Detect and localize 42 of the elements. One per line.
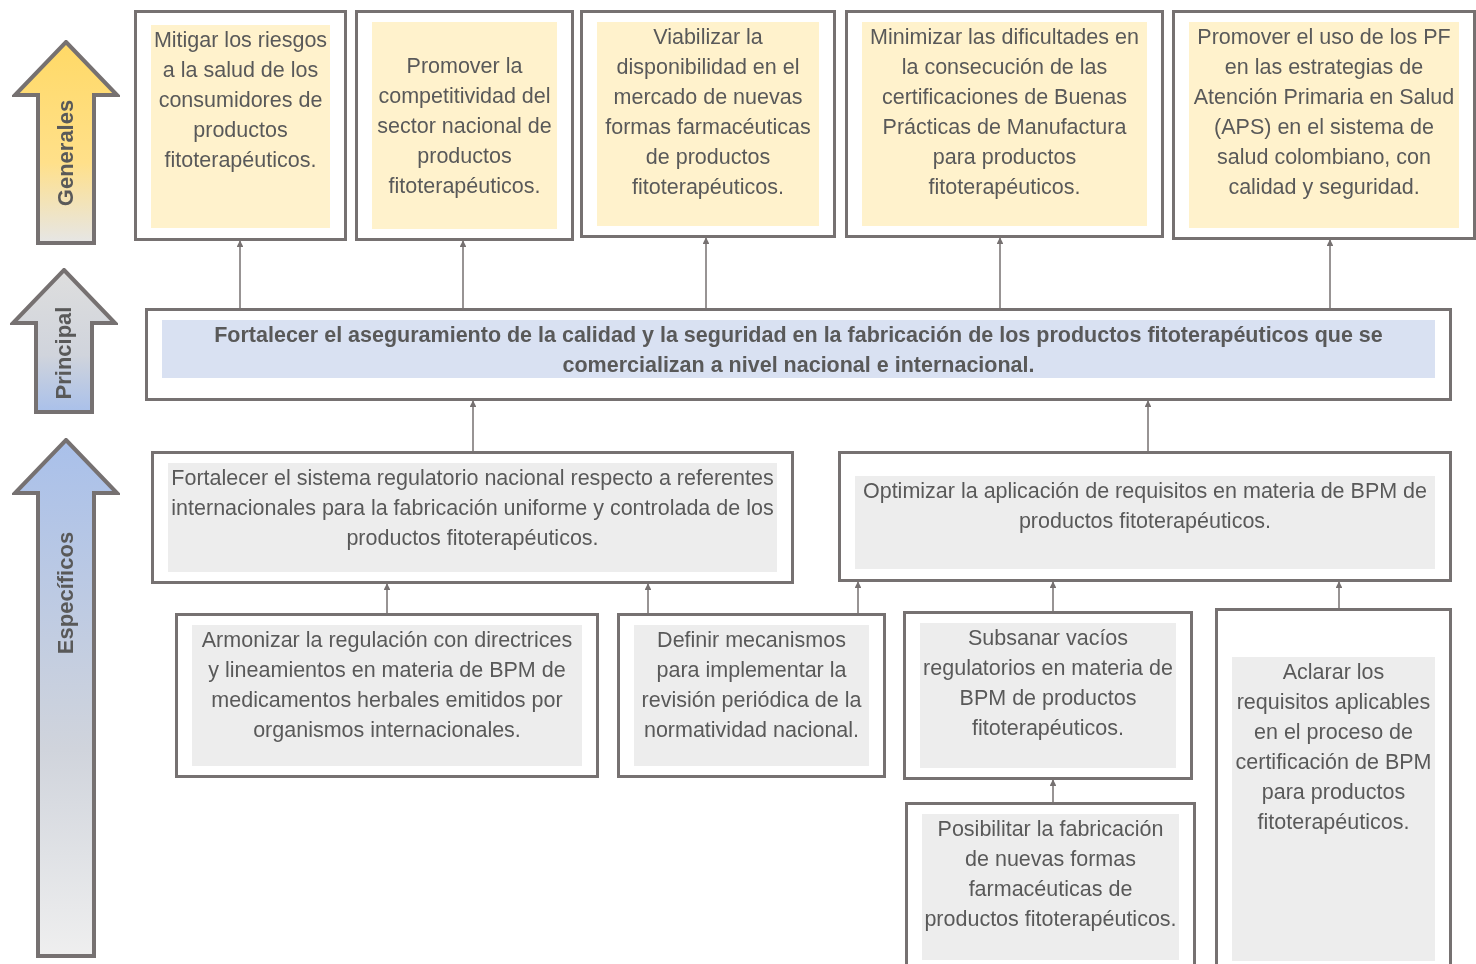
objective-text: Posibilitar la fabricación de nuevas formas farmacéuticas de productos fitoterapéuticos. [922,814,1179,960]
arrow [1049,779,1057,803]
objective-text: Promover la competitividad del sector nacional de productos fitoterapéuticos. [372,22,557,229]
objective-box [617,613,886,778]
arrow [996,237,1004,309]
objective-text: Viabilizar la disponibilidad en el mercado de nuevas formas farmacéuticas de productos fitoterapéuticos. [597,22,819,226]
objective-box [175,613,599,778]
objective-text: Minimizar las dificultades en la consecución de las certificaciones de Buenas Prácticas de Manufactura para productos fitoterapéuticos. [862,22,1147,226]
arrow [1335,581,1343,609]
objective-box [1215,608,1452,964]
arrow [854,581,862,614]
arrow [1049,581,1057,612]
arrow [644,583,652,614]
arrow [469,400,477,452]
objective-box [151,451,794,584]
arrow [702,237,710,309]
arrow [459,240,467,309]
level-label: Específicos [53,531,80,655]
arrow [383,583,391,614]
arrow [236,240,244,309]
arrow [1144,400,1152,452]
objective-box [580,10,836,238]
objective-text: Definir mecanismos para implementar la revisión periódica de la normatividad nacional. [634,625,869,766]
objective-box [845,10,1164,238]
objective-text: Optimizar la aplicación de requisitos en materia de BPM de productos fitoterapéuticos. [855,476,1435,569]
arrow [1326,239,1334,309]
objective-box [355,10,574,241]
level-label: Principal [50,306,77,400]
objective-box [145,308,1452,401]
objective-text: Subsanar vacíos regulatorios en materia de BPM de productos fitoterapéuticos. [920,623,1176,768]
objective-text: Fortalecer el aseguramiento de la calidad y la seguridad en la fabricación de los productos fitoterapéuticos que se comercializan a nivel nacional e internacional. [162,320,1435,378]
objective-text: Mitigar los riesgos a la salud de los consumidores de productos fitoterapéuticos. [151,25,330,228]
objective-text: Promover el uso de los PF en las estrategias de Atención Primaria en Salud (APS) en el sistema de salud colombiano, con calidad y seguridad. [1189,22,1459,228]
objective-box [134,10,347,241]
objective-box [1172,10,1476,240]
objective-text: Aclarar los requisitos aplicables en el proceso de certificación de BPM para productos fitoterapéuticos. [1232,657,1435,961]
objective-box [905,802,1196,964]
objective-box [838,451,1452,582]
level-label: Generales [53,99,80,207]
objective-text: Fortalecer el sistema regulatorio nacional respecto a referentes internacionales para la fabricación uniforme y controlada de los productos fitoterapéuticos. [168,463,777,572]
objective-box [903,611,1193,780]
objective-text: Armonizar la regulación con directrices y lineamientos en materia de BPM de medicamentos herbales emitidos por organismos internacionales. [192,625,582,766]
